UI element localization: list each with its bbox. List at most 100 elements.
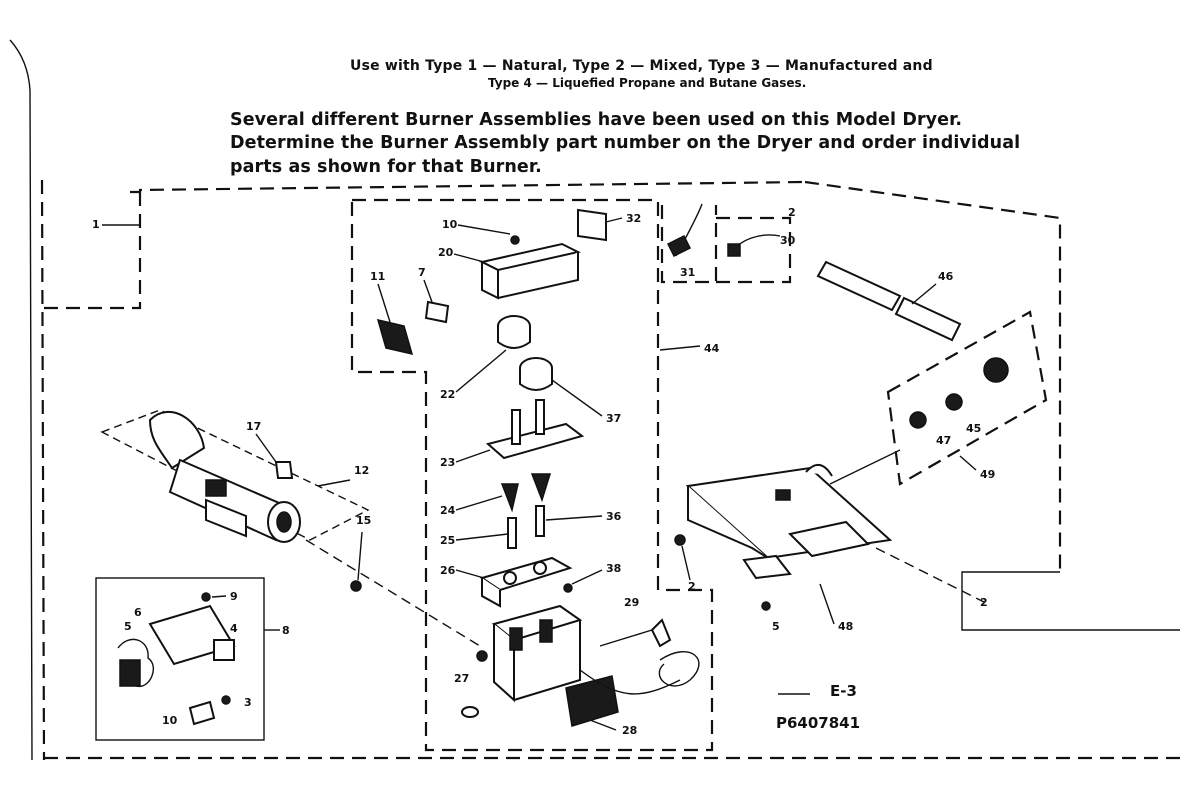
callout-36: 36 bbox=[606, 510, 622, 523]
right-dashed-border bbox=[804, 180, 1062, 572]
clip-7 bbox=[424, 300, 450, 324]
valve-screw bbox=[476, 650, 488, 662]
orifice-kit-box bbox=[886, 310, 1048, 486]
callout-48: 48 bbox=[838, 620, 853, 633]
callout-37: 37 bbox=[606, 412, 621, 425]
callout-17: 17 bbox=[246, 420, 261, 433]
callout-28: 28 bbox=[622, 724, 637, 737]
callout-26: 26 bbox=[440, 564, 456, 577]
screw-9 bbox=[201, 592, 211, 602]
callout-24-leader bbox=[455, 495, 503, 511]
wire-loop bbox=[658, 651, 700, 687]
base-26-side bbox=[481, 578, 501, 608]
callout-23: 23 bbox=[440, 456, 455, 469]
valve-body-front bbox=[513, 620, 581, 701]
callout-24: 24 bbox=[440, 504, 456, 517]
callout-17-leader bbox=[255, 433, 277, 463]
burner-bracket bbox=[205, 498, 247, 538]
wire-29 bbox=[599, 629, 653, 647]
orifice-45 bbox=[945, 393, 963, 411]
terminal-block-11 bbox=[376, 318, 414, 356]
igniter-body bbox=[119, 659, 141, 687]
burner-flare bbox=[148, 410, 206, 470]
callout-27: 27 bbox=[454, 672, 469, 685]
mounting-bracket-48-hole bbox=[775, 489, 791, 501]
orifice-47 bbox=[909, 411, 927, 429]
fitting-27 bbox=[461, 706, 479, 718]
callout-23-leader bbox=[455, 449, 491, 463]
callout-9-leader bbox=[211, 595, 227, 598]
diagram-part-number: P6407841 bbox=[776, 714, 860, 732]
callout-2-left: 2 bbox=[688, 580, 696, 593]
callout-38: 38 bbox=[606, 562, 621, 575]
callout-12: 12 bbox=[354, 464, 369, 477]
base-26-hole-right bbox=[533, 561, 547, 575]
gas-type-note-line2: Type 4 — Liquefied Propane and Butane Ga… bbox=[488, 76, 807, 90]
burner-instruction-line2: Determine the Burner Assembly part numbe… bbox=[230, 133, 1021, 153]
wire-29-terminal bbox=[650, 618, 672, 648]
callout-44-leader bbox=[659, 345, 701, 351]
tube-46-a bbox=[816, 260, 902, 312]
burner-to-valve-line bbox=[305, 539, 481, 647]
coil-37-body bbox=[519, 368, 553, 391]
callout-3: 3 bbox=[244, 696, 252, 709]
callout-4: 4 bbox=[230, 622, 238, 635]
callout-5: 5 bbox=[124, 620, 132, 633]
screw-17 bbox=[274, 461, 294, 479]
callout-46-leader bbox=[911, 283, 937, 305]
callout-20: 20 bbox=[438, 246, 454, 259]
orifice-connector-line bbox=[829, 449, 901, 485]
valve-port-right bbox=[539, 619, 553, 643]
wire-lead bbox=[579, 669, 681, 695]
callout-26-leader bbox=[455, 569, 485, 579]
callout-6: 6 bbox=[134, 606, 142, 619]
callout-2-right: 2 bbox=[980, 596, 988, 609]
burner-assembly-outline bbox=[350, 198, 714, 752]
callout-8: 8 bbox=[282, 624, 290, 637]
callout-32-leader bbox=[605, 217, 623, 223]
callout-2-top: 2 bbox=[788, 206, 796, 219]
callout-11: 11 bbox=[370, 270, 385, 283]
base-26-hole-left bbox=[503, 571, 517, 585]
callout-31: 31 bbox=[680, 266, 695, 279]
spring-24-right bbox=[530, 473, 552, 503]
clip-10 bbox=[188, 700, 216, 726]
callout-10-lower: 10 bbox=[162, 714, 178, 727]
plunger-36 bbox=[535, 505, 545, 537]
callout-7-leader bbox=[423, 279, 433, 303]
callout-49-leader bbox=[959, 455, 977, 471]
screw-15 bbox=[350, 580, 362, 592]
burner-end-hole bbox=[276, 511, 292, 533]
base-26 bbox=[479, 556, 573, 592]
callout-48-leader bbox=[819, 583, 835, 625]
left-edge-line bbox=[9, 39, 33, 761]
screw-2 bbox=[674, 534, 686, 546]
callout-25: 25 bbox=[440, 534, 455, 547]
callout-37-leader bbox=[551, 379, 603, 417]
callout-32: 32 bbox=[626, 212, 641, 225]
screw-path-line bbox=[875, 547, 985, 603]
screw-10 bbox=[510, 235, 520, 245]
bracket-front bbox=[497, 252, 579, 299]
callout-7: 7 bbox=[418, 266, 426, 279]
mounting-bracket-48-slot bbox=[787, 520, 871, 558]
wire-31-plug bbox=[666, 234, 692, 258]
stem-left bbox=[511, 409, 521, 445]
plate-32 bbox=[577, 208, 607, 242]
callout-38-leader bbox=[571, 569, 603, 585]
callout-20-leader bbox=[453, 253, 485, 263]
burner-mount bbox=[205, 479, 227, 497]
callout-46: 46 bbox=[938, 270, 954, 283]
callout-49: 49 bbox=[980, 468, 995, 481]
callout-22: 22 bbox=[440, 388, 455, 401]
igniter-element bbox=[117, 638, 154, 687]
lower-right-step-border bbox=[961, 571, 1180, 631]
page-number: E-3 bbox=[830, 682, 857, 700]
callout-36-leader bbox=[545, 515, 603, 521]
mounting-bracket-48-tab bbox=[805, 464, 833, 477]
burner-instruction-line1: Several different Burner Assemblies have… bbox=[230, 110, 963, 130]
igniter-kit-box bbox=[95, 577, 265, 741]
screw-3 bbox=[221, 695, 231, 705]
callout-22-leader bbox=[455, 349, 507, 393]
mounting-bracket-48-side bbox=[687, 486, 769, 559]
